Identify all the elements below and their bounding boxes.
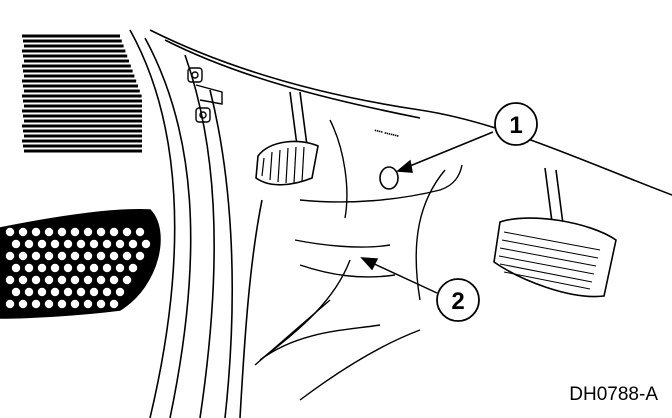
vent-hole <box>50 287 60 297</box>
vent-hole <box>37 239 47 249</box>
vent-hole <box>50 239 60 249</box>
floor-vent <box>0 208 161 319</box>
vent-hole <box>11 287 21 297</box>
vent-hole <box>57 299 67 309</box>
vent-hole <box>89 287 99 297</box>
vent-hole <box>31 251 41 261</box>
vent-hole <box>115 239 125 249</box>
kick-panel <box>254 119 463 401</box>
callout-1-label: 1 <box>509 112 522 139</box>
vent-hole <box>135 227 145 237</box>
vent-hole <box>70 251 80 261</box>
door-pillar <box>129 29 263 418</box>
vent-hole <box>31 227 41 237</box>
access-plug <box>379 166 399 190</box>
accelerator-pedal <box>493 167 617 298</box>
vent-hole <box>96 227 106 237</box>
vent-hole <box>96 275 106 285</box>
vent-hole <box>83 227 93 237</box>
brake-pedal <box>255 91 319 186</box>
vent-hole <box>89 263 99 273</box>
vent-hole <box>70 275 80 285</box>
vent-hole <box>37 287 47 297</box>
vent-hole <box>109 275 119 285</box>
vent-hole <box>18 275 28 285</box>
vent-hole <box>96 251 106 261</box>
leader-2 <box>369 261 438 294</box>
vent-hole <box>44 251 54 261</box>
vent-hole <box>5 227 15 237</box>
vent-hole <box>57 275 67 285</box>
vent-hole <box>31 299 41 309</box>
vent-hole <box>76 263 86 273</box>
vent-hole <box>102 263 112 273</box>
leader-1 <box>404 131 494 169</box>
door-hinge <box>187 67 223 123</box>
vent-hole <box>44 227 54 237</box>
leader-arrows <box>360 131 494 294</box>
vent-hole <box>63 263 73 273</box>
speaker-grille <box>22 34 142 153</box>
vent-hole <box>18 227 28 237</box>
arrowhead-2 <box>360 257 379 271</box>
vent-hole <box>70 299 80 309</box>
vent-hole <box>102 239 112 249</box>
arrowhead-1 <box>396 159 413 173</box>
panel-placard-mark: ▪▪▪▪ ▪▪▪▪▪▪▪ <box>374 128 400 140</box>
vent-hole <box>122 275 132 285</box>
figure-id: DH0788-A <box>569 384 658 405</box>
vent-hole <box>50 263 60 273</box>
vent-hole <box>109 299 119 309</box>
callout-1: 1 <box>494 102 538 146</box>
vent-hole <box>24 263 34 273</box>
vent-hole <box>83 275 93 285</box>
vent-hole <box>5 275 15 285</box>
vent-hole <box>63 287 73 297</box>
vent-hole <box>44 299 54 309</box>
vent-hole <box>141 239 151 249</box>
vent-hole <box>37 263 47 273</box>
vent-hole <box>89 239 99 249</box>
vent-hole <box>31 275 41 285</box>
vent-hole <box>109 251 119 261</box>
callout-2-label: 2 <box>451 288 464 315</box>
vent-hole <box>109 227 119 237</box>
vent-hole <box>122 251 132 261</box>
vent-hole <box>83 251 93 261</box>
vent-hole <box>24 239 34 249</box>
vent-hole <box>96 299 106 309</box>
callout-2: 2 <box>436 278 480 322</box>
vent-hole <box>57 251 67 261</box>
vent-hole <box>18 299 28 309</box>
vent-hole <box>128 239 138 249</box>
vent-hole <box>83 299 93 309</box>
vent-hole <box>24 287 34 297</box>
vent-hole <box>135 251 145 261</box>
vent-hole <box>18 251 28 261</box>
vent-hole <box>128 263 138 273</box>
dashboard-outline <box>149 29 672 196</box>
vent-hole <box>76 239 86 249</box>
vent-hole <box>5 299 15 309</box>
vent-hole <box>57 227 67 237</box>
vent-hole <box>11 263 21 273</box>
vent-hole <box>44 275 54 285</box>
vent-hole <box>11 239 21 249</box>
vent-hole <box>115 263 125 273</box>
vent-hole <box>70 227 80 237</box>
vent-hole <box>5 251 15 261</box>
vent-hole <box>76 287 86 297</box>
vent-hole <box>102 287 112 297</box>
vent-hole <box>122 227 132 237</box>
vent-hole <box>115 287 125 297</box>
vent-hole <box>63 239 73 249</box>
